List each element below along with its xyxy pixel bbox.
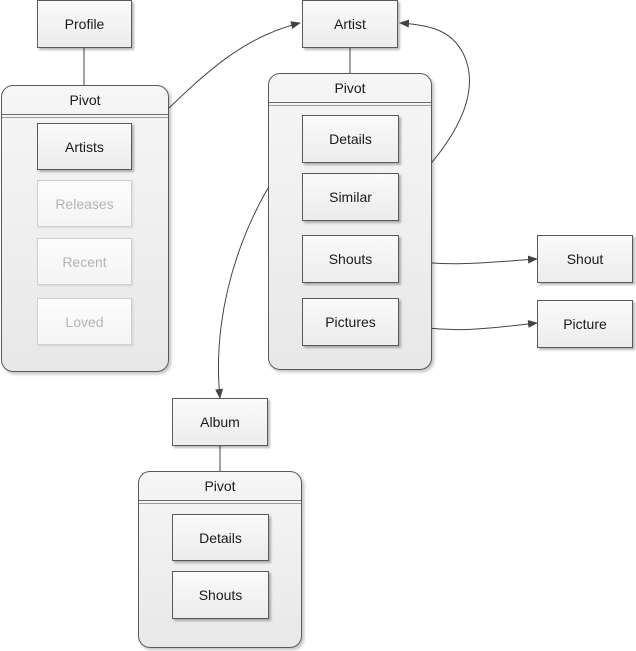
pivot-item-recent[interactable]: Recent — [37, 238, 132, 285]
pivot-item-pictures[interactable]: Pictures — [302, 298, 399, 346]
picture-node[interactable]: Picture — [537, 300, 633, 348]
pivot-item-artists[interactable]: Artists — [37, 123, 132, 170]
artist-pivot-title: Pivot — [269, 74, 431, 106]
pivot-item-releases[interactable]: Releases — [37, 180, 132, 227]
pivot-item-album-shouts[interactable]: Shouts — [172, 571, 269, 619]
album-pivot-title: Pivot — [139, 472, 301, 504]
shout-node[interactable]: Shout — [537, 235, 633, 283]
pivot-item-loved[interactable]: Loved — [37, 298, 132, 345]
pivot-item-similar[interactable]: Similar — [302, 173, 399, 221]
profile-node[interactable]: Profile — [37, 0, 132, 48]
pivot-item-album-details[interactable]: Details — [172, 514, 269, 561]
similar-to-artist-arrow — [398, 19, 470, 197]
pivot-item-details[interactable]: Details — [302, 115, 399, 163]
album-node[interactable]: Album — [172, 398, 268, 446]
profile-pivot-title: Pivot — [2, 86, 168, 118]
artist-node[interactable]: Artist — [302, 0, 398, 48]
pivot-item-shouts[interactable]: Shouts — [302, 235, 399, 283]
